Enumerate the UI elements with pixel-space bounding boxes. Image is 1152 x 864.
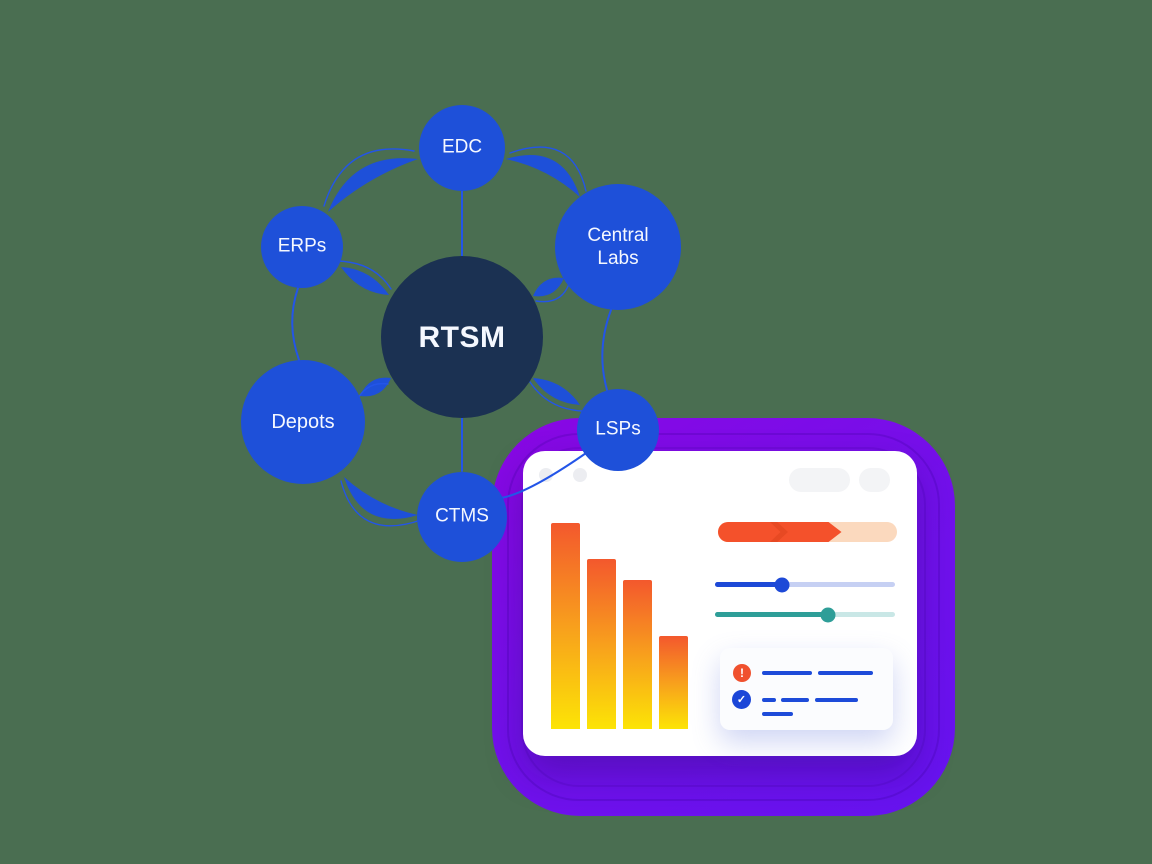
node-lsps-circle xyxy=(577,389,659,471)
text-placeholder-line xyxy=(815,698,858,702)
progress-fill xyxy=(718,522,842,542)
progress-bar xyxy=(718,522,897,542)
notification-card: ! ✓ xyxy=(720,648,893,730)
node-label-central-labs: Central Labs xyxy=(587,225,649,269)
node-erps-circle xyxy=(261,206,343,288)
slider-handle xyxy=(774,577,790,592)
node-edc-circle xyxy=(419,105,505,191)
chart-bar xyxy=(659,636,688,729)
slider-fill xyxy=(715,612,829,617)
toolbar-pill xyxy=(859,468,890,492)
check-icon: ✓ xyxy=(732,690,751,709)
node-central-labs-circle xyxy=(555,184,681,310)
slider-teal xyxy=(715,607,895,622)
node-label-edc: EDC xyxy=(441,136,483,158)
petal-hub-central-labs-line xyxy=(535,283,570,303)
alert-icon: ! xyxy=(733,664,751,682)
band-depots-ctms xyxy=(344,477,418,520)
petal-hub-erps xyxy=(341,267,389,295)
text-placeholder-line xyxy=(762,671,812,675)
node-label-depots: Depots xyxy=(271,411,335,433)
toolbar-pill xyxy=(789,468,850,492)
dashboard-window: ! ✓ xyxy=(523,451,917,756)
band-edc-central-labs xyxy=(506,154,580,197)
text-placeholder-line xyxy=(762,712,793,716)
petal-hub-lsps-line xyxy=(529,381,583,412)
band-depots-ctms-line xyxy=(340,480,422,527)
slider-handle xyxy=(820,607,836,622)
chart-bar xyxy=(623,580,652,729)
petal-hub-erps-line xyxy=(336,260,392,290)
band-edc-central-labs-line xyxy=(509,146,587,192)
alert-glyph: ! xyxy=(740,666,744,680)
node-label-erps: ERPs xyxy=(277,235,327,257)
purple-panel: ! ✓ xyxy=(492,418,955,816)
node-ctms-circle xyxy=(417,472,507,562)
node-depots-circle xyxy=(241,360,365,484)
slider-track xyxy=(715,582,895,587)
petal-hub-central-labs xyxy=(533,277,564,297)
check-glyph: ✓ xyxy=(736,694,747,706)
hub-label-rtsm: RTSM xyxy=(418,321,506,354)
petal-hub-depots xyxy=(360,377,391,397)
ring-arc-left xyxy=(291,287,300,361)
chart-bar xyxy=(551,523,580,729)
petal-hub-lsps xyxy=(533,378,580,405)
band-edc-erps-line xyxy=(323,148,415,207)
node-label-lsps: LSPs xyxy=(595,418,641,440)
text-placeholder-line xyxy=(762,698,776,702)
node-label-ctms: CTMS xyxy=(435,505,489,527)
text-placeholder-line xyxy=(781,698,809,702)
slider-fill xyxy=(715,582,782,587)
slider-blue xyxy=(715,577,895,592)
text-placeholder-line xyxy=(818,671,873,675)
band-edc-erps xyxy=(328,158,418,212)
chart-bar xyxy=(587,559,616,729)
hub-rtsm-circle xyxy=(381,256,543,418)
ring-arc-right xyxy=(601,309,612,391)
